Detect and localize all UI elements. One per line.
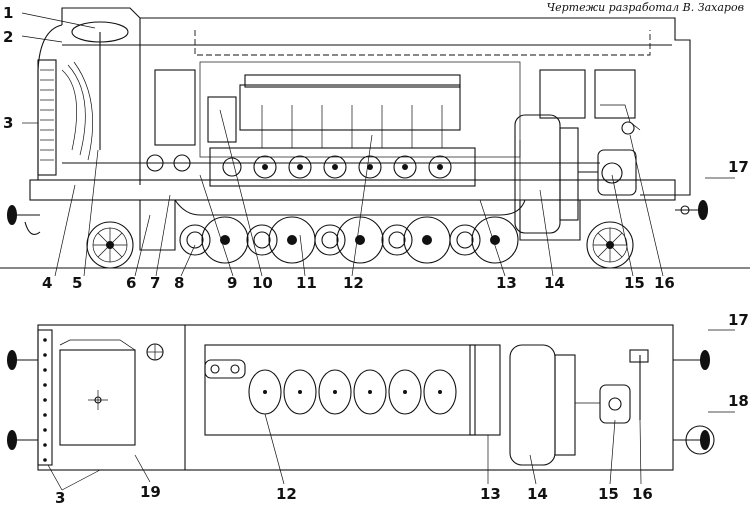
- cab-roof-hatch: [59, 349, 136, 446]
- label-plan-16: 16: [632, 485, 653, 503]
- label-side-16: 16: [654, 274, 675, 292]
- label-side-4: 4: [42, 274, 52, 292]
- driving-wheels: [174, 199, 526, 264]
- window-1: [154, 69, 196, 146]
- window-3: [594, 69, 636, 119]
- label-side-12: 12: [343, 274, 364, 292]
- engine-room-panel: [199, 61, 521, 158]
- plan-view: 3 19 12 13 14 15 16 17 18: [7, 311, 749, 507]
- front-buffer-beam: [37, 329, 53, 466]
- rear-coupler: [675, 200, 708, 220]
- side-view-leaders: [21, 12, 735, 277]
- label-plan-13: 13: [480, 485, 501, 503]
- plan-front-buffers: [7, 350, 38, 450]
- label-side-6: 6: [126, 274, 136, 292]
- label-plan-14: 14: [527, 485, 548, 503]
- label-plan-3: 3: [55, 489, 65, 507]
- fan-drive-pulley: [621, 121, 635, 135]
- body-roof: [61, 7, 691, 196]
- label-side-1: 1: [3, 4, 13, 22]
- label-plan-17: 17: [728, 311, 749, 329]
- label-side-9: 9: [227, 274, 237, 292]
- front-carrying-wheel: [86, 221, 134, 269]
- plan-outline: [37, 324, 674, 471]
- front-coupler: [7, 205, 41, 235]
- main-generator: [514, 114, 579, 234]
- auxiliary-generator: [578, 149, 637, 196]
- label-side-10: 10: [252, 274, 273, 292]
- window-2: [539, 69, 586, 119]
- label-plan-18: 18: [728, 392, 749, 410]
- label-side-14: 14: [544, 274, 565, 292]
- label-plan-15: 15: [598, 485, 619, 503]
- label-side-15: 15: [624, 274, 645, 292]
- plan-rear-buffers: [673, 350, 710, 450]
- drawing-credit: Чертежи разработал В. Захаров: [546, 1, 744, 14]
- diesel-engine: [209, 74, 476, 187]
- shaft-coupling: [146, 154, 164, 172]
- rear-carrying-wheel: [586, 221, 634, 269]
- roof-hidden-line: [194, 30, 651, 56]
- auxiliary-generator-plan: [599, 349, 649, 424]
- side-view: 1 2 3 4 5 6 7 8 9 10 11 12 13 14 15 16 1…: [0, 4, 750, 292]
- label-side-5: 5: [72, 274, 82, 292]
- label-side-8: 8: [174, 274, 184, 292]
- turbocharger-plan: [469, 344, 501, 436]
- rear-tank: [519, 200, 581, 241]
- label-side-17: 17: [728, 158, 749, 176]
- label-plan-12: 12: [276, 485, 297, 503]
- air-filter: [207, 96, 237, 143]
- radiator-grille: [37, 59, 57, 176]
- plan-view-leaders: [47, 329, 735, 491]
- main-frame: [29, 179, 676, 201]
- label-side-11: 11: [296, 274, 317, 292]
- label-side-3: 3: [3, 114, 13, 132]
- cylinder-covers: [222, 155, 452, 179]
- shaft-coupling-2: [173, 154, 191, 172]
- label-plan-19: 19: [140, 483, 161, 501]
- label-side-7: 7: [150, 274, 160, 292]
- engine-plan: [204, 344, 476, 436]
- cab-front: [37, 24, 63, 181]
- label-side-13: 13: [496, 274, 517, 292]
- generator-plan: [509, 344, 600, 466]
- fuel-tank: [139, 200, 176, 251]
- label-side-2: 2: [3, 28, 13, 46]
- radiator-louvres: [40, 61, 93, 161]
- fan-drive: [600, 104, 641, 131]
- rivets: [43, 338, 47, 462]
